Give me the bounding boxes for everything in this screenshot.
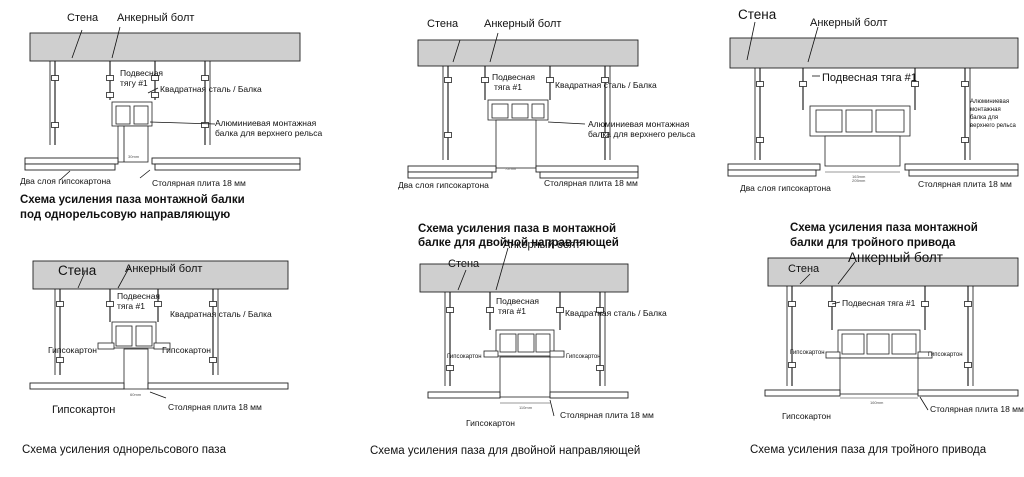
diagram-caption: Схема усиления паза монтажной балки <box>20 194 245 206</box>
diagram-single-rail-slot: 60mm Стена Анкерный болт Подвесная тяга … <box>22 260 289 456</box>
anchor-bolt-label: Анкерный болт <box>848 250 943 265</box>
diagram-caption-2: балки для тройного привода <box>790 237 956 249</box>
hanger-rod-label: Подвесная <box>492 72 535 82</box>
joinery-board-label: Столярная плита 18 мм <box>918 179 1012 189</box>
diagram-caption: Схема усиления паза для тройного привода <box>750 444 987 456</box>
joinery-board <box>29 382 125 390</box>
diagram-caption: Схема усиления паза для двойной направля… <box>370 445 640 457</box>
aluminum-beam-label-2: монтажная <box>970 107 1001 113</box>
square-steel-label: Квадратная сталь / Балка <box>160 84 262 94</box>
joinery-board <box>764 389 841 397</box>
wall-label: Стена <box>67 12 99 24</box>
aluminum-beam-label-2: балка для верхнего рельса <box>215 128 323 138</box>
ceiling-slab <box>417 39 639 67</box>
diagram-single-rail-beam: 30mm Стена Анкерный болт Подвесная тягу … <box>20 12 323 221</box>
hanger-rod-label-2: тяга #1 <box>494 82 522 92</box>
gypsum-label: Два слоя гипсокартона <box>20 176 111 186</box>
aluminum-beam-label: Алюминиевая <box>970 99 1009 105</box>
wall-label: Стена <box>427 18 459 30</box>
diagram-caption: Схема усиления однорельсового паза <box>22 444 227 456</box>
svg-text:205mm: 205mm <box>852 178 866 183</box>
joinery-board <box>24 157 119 165</box>
diagram-triple-drive-beam: 163mm 205mm Стена Анкерный болт Подвесна… <box>727 7 1019 249</box>
ceiling-slab <box>729 37 1019 69</box>
anchor-bolt-label: Анкерный болт <box>117 12 194 24</box>
svg-text:30mm: 30mm <box>128 154 140 159</box>
diagram-caption-2: балке для двойной направляющей <box>418 237 619 249</box>
svg-text:72mm: 72mm <box>505 166 517 171</box>
diagram-caption: Схема усиления паза монтажной <box>790 222 978 234</box>
hanger-rod-label: Подвесная <box>496 296 539 306</box>
aluminum-beam-label-3: балка для <box>970 115 998 121</box>
aluminum-beam-label-2: балка для верхнего рельса <box>588 129 696 139</box>
gypsum-label: Гипсокартон <box>52 404 115 416</box>
hanger-rod-label: Подвесная тяга #1 <box>822 72 917 84</box>
drywall-left-label: Гипсокартон <box>790 350 825 356</box>
ceiling-slab <box>29 32 301 62</box>
joinery-board <box>427 391 501 399</box>
diagram-triple-drive-slot: 160mm Стена Анкерный болт Подвесная тяга… <box>750 250 1024 456</box>
drywall-left-label: Гипсокартон <box>447 354 482 360</box>
joinery-board-label: Столярная плита 18 мм <box>930 404 1024 414</box>
ceiling-slab <box>419 263 629 293</box>
gypsum-label: Гипсокартон <box>782 411 831 421</box>
gypsum-label: Два слоя гипсокартона <box>740 183 831 193</box>
hanger-rod-label-2: тяга #1 <box>498 306 526 316</box>
svg-text:163mm: 163mm <box>852 174 866 179</box>
wall-label: Стена <box>788 263 820 275</box>
ceiling-slab <box>32 260 289 290</box>
joinery-board-label: Столярная плита 18 мм <box>544 178 638 188</box>
joinery-board-label: Столярная плита 18 мм <box>560 410 654 420</box>
drywall-right-label: Гипсокартон <box>566 354 601 360</box>
anchor-bolt-label: Анкерный болт <box>503 239 580 251</box>
joinery-board <box>407 165 497 173</box>
joinery-board-label: Столярная плита 18 мм <box>152 178 246 188</box>
square-steel-label: Квадратная сталь / Балка <box>565 308 667 318</box>
diagram-caption: Схема усиления паза в монтажной <box>418 223 616 235</box>
hanger-rod-label: Подвесная <box>117 291 160 301</box>
svg-text:110mm: 110mm <box>519 405 533 410</box>
gypsum-label: Два слоя гипсокартона <box>398 180 489 190</box>
wall-label: Стена <box>738 7 777 22</box>
aluminum-beam-label-4: верхнего рельса <box>970 123 1017 129</box>
diagram-caption-2: под однорельсовую направляющую <box>20 209 230 221</box>
square-steel-label: Квадратная сталь / Балка <box>170 309 272 319</box>
ceiling-slab <box>767 257 1019 287</box>
anchor-bolt-label: Анкерный болт <box>125 263 202 275</box>
gypsum-label: Гипсокартон <box>466 418 515 428</box>
drywall-right-label: Гипсокартон <box>162 345 211 355</box>
wall-label: Стена <box>58 263 97 278</box>
diagram-double-rail-beam: 72mm Стена Анкерный болт Подвесная тяга … <box>398 18 696 249</box>
hanger-rod-label: Подвесная тяга #1 <box>842 298 916 308</box>
svg-text:160mm: 160mm <box>870 400 884 405</box>
drywall-right-label: Гипсокартон <box>928 352 963 358</box>
aluminum-beam-label: Алюминиевая монтажная <box>215 118 317 128</box>
hanger-rod-label-2: тяга #1 <box>117 301 145 311</box>
svg-text:60mm: 60mm <box>130 392 142 397</box>
square-steel-label: Квадратная сталь / Балка <box>555 80 657 90</box>
diagram-double-rail-slot: 110mm Стена Анкерный болт Подвесная тяга… <box>370 239 667 457</box>
anchor-bolt-label: Анкерный болт <box>484 18 561 30</box>
anchor-bolt-label: Анкерный болт <box>810 17 887 29</box>
wall-label: Стена <box>448 258 480 270</box>
hanger-rod-label-2: тягу #1 <box>120 78 148 88</box>
joinery-board-label: Столярная плита 18 мм <box>168 402 262 412</box>
hanger-rod-label: Подвесная <box>120 68 163 78</box>
aluminum-beam-label: Алюминиевая монтажная <box>588 119 690 129</box>
drywall-left-label: Гипсокартон <box>48 345 97 355</box>
joinery-board <box>727 163 821 171</box>
